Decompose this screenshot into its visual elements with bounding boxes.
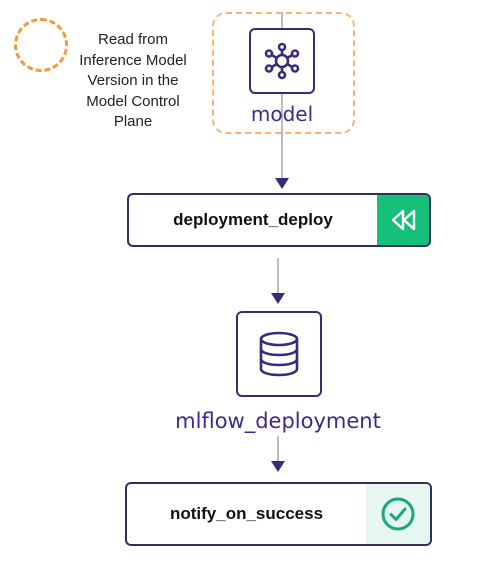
arrowhead-deployment-deploy	[275, 178, 289, 189]
status-success	[366, 484, 430, 544]
model-label: model	[250, 102, 314, 126]
model-network-icon	[264, 42, 300, 80]
legend-line: Inference Model	[79, 51, 187, 69]
step-label: deployment_deploy	[173, 210, 333, 229]
step-notify-on-success[interactable]: notify_on_success	[125, 482, 432, 546]
arrowhead-notify-on-success	[271, 461, 285, 472]
model-control-plane-highlight	[212, 12, 355, 134]
check-circle-icon	[381, 497, 415, 531]
mlflow-deployment-label: mlflow_deployment	[175, 409, 381, 433]
step-deployment-deploy[interactable]: deployment_deploy	[127, 193, 431, 247]
legend-line: Plane	[113, 113, 153, 130]
legend-dashed-circle	[14, 18, 68, 72]
legend-line: Version in the	[87, 72, 179, 89]
legend-text: Read from Inference Model Version in the…	[64, 30, 202, 133]
arrowhead-mlflow-deployment	[271, 293, 285, 304]
database-icon	[259, 331, 299, 377]
step-label: notify_on_success	[169, 504, 324, 523]
mlflow-deployment-node[interactable]	[236, 311, 322, 397]
rewind-icon	[391, 209, 416, 231]
status-cached	[377, 195, 429, 245]
legend-line: Model Control	[86, 92, 180, 110]
legend-line: Read from	[97, 31, 169, 48]
model-node[interactable]	[249, 28, 315, 94]
